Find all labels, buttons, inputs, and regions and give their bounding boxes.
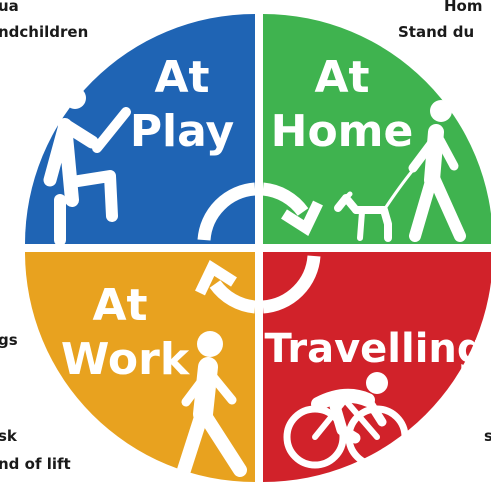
label-home-line1: At: [314, 52, 369, 103]
bottom-left-text-1: sk: [0, 427, 17, 445]
label-work-line2: Work: [61, 334, 191, 385]
label-work-line1: At: [92, 280, 147, 331]
top-left-text-2: ndchildren: [0, 23, 89, 41]
cyclist-icon: [283, 372, 409, 469]
quadrant-travel: [263, 252, 491, 482]
bottom-left-text-2: nd of lift: [0, 455, 71, 473]
arrow-heads: [195, 200, 323, 296]
label-travelling: Travelling: [264, 326, 485, 372]
top-right-text-1: Hom: [444, 0, 483, 15]
person-kicking-icon: [43, 87, 131, 246]
circular-arrows-icon: [197, 182, 321, 314]
person-walking-icon: [177, 331, 247, 477]
quadrant-play: [25, 14, 255, 244]
bottom-right-text: s: [484, 427, 491, 445]
mid-left-text: gs: [0, 331, 18, 349]
label-play-line1: At: [154, 52, 209, 103]
label-home-line2: Home: [271, 106, 414, 157]
person-walking-dog-icon: [334, 100, 466, 242]
top-right-text-2: Stand du: [398, 23, 475, 41]
top-left-text-1: ua: [0, 0, 19, 15]
label-play-line2: Play: [130, 106, 234, 157]
